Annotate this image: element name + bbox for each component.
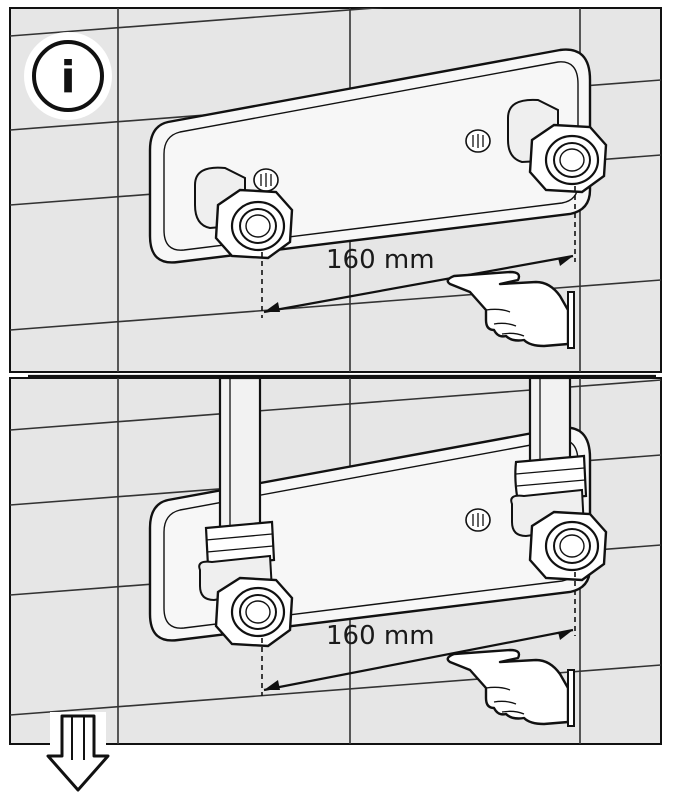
pointing-hand-icon	[446, 648, 575, 727]
screw-head-right-bottom	[465, 508, 491, 532]
pointing-hand-icon	[446, 270, 575, 349]
dimension-label-top: 160 mm	[326, 245, 435, 275]
screw-head-right-top	[465, 129, 491, 153]
wall-connector-left-top	[194, 166, 294, 260]
water-pipe-left	[218, 376, 262, 530]
dimension-label-bottom: 160 mm	[326, 621, 435, 651]
info-badge: i	[24, 32, 112, 120]
arrow-down-icon	[46, 712, 110, 792]
screw-head-left-top	[253, 168, 279, 192]
info-icon: i	[32, 40, 104, 112]
compression-fitting-right	[510, 454, 608, 582]
info-glyph: i	[60, 52, 75, 103]
wall-connector-right-top	[507, 98, 608, 194]
panel-top: 160 mm	[9, 7, 662, 373]
compression-fitting-left	[198, 520, 294, 648]
water-pipe-right	[528, 376, 572, 470]
dimension-line-top	[261, 186, 576, 318]
panel-bottom: 160 mm	[9, 376, 662, 745]
dimension-line-bottom	[261, 572, 576, 696]
